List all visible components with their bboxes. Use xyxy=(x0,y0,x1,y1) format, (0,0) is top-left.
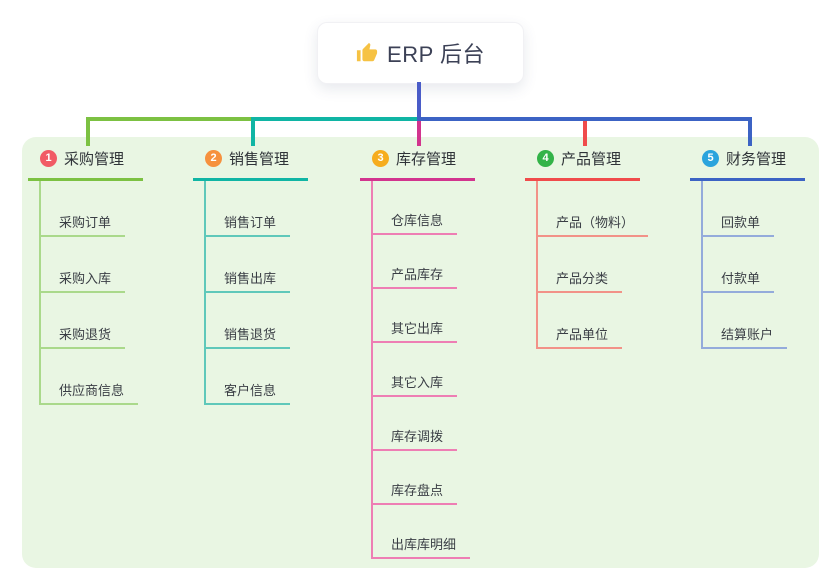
child-node: 采购退货 xyxy=(39,293,143,349)
branch-node[interactable]: 2 销售管理 xyxy=(193,148,308,181)
child-node: 供应商信息 xyxy=(39,349,143,405)
branch-label: 销售管理 xyxy=(229,151,290,168)
child-node-label[interactable]: 采购入库 xyxy=(39,268,126,293)
branch-label: 产品管理 xyxy=(561,151,622,168)
child-node-label[interactable]: 结算账户 xyxy=(701,324,788,349)
child-node: 采购订单 xyxy=(39,181,143,237)
child-node: 产品库存 xyxy=(371,235,475,289)
child-node: 付款单 xyxy=(701,237,805,293)
branch-label: 财务管理 xyxy=(726,151,787,168)
branch-column-1: 1 采购管理 采购订单 采购入库 采购退货 供应商信息 xyxy=(28,148,143,405)
child-node-label[interactable]: 付款单 xyxy=(701,268,775,293)
branch-drop-line xyxy=(86,121,90,146)
child-node: 采购入库 xyxy=(39,237,143,293)
branch-label: 库存管理 xyxy=(396,151,457,168)
child-node-label[interactable]: 产品（物料） xyxy=(536,212,649,237)
root-stem-line xyxy=(417,82,421,117)
child-node: 其它出库 xyxy=(371,289,475,343)
branch-drop-line xyxy=(583,121,587,146)
branch-children: 采购订单 采购入库 采购退货 供应商信息 xyxy=(39,181,143,405)
branch-number-badge: 4 xyxy=(537,150,554,167)
branch-column-4: 4 产品管理 产品（物料） 产品分类 产品单位 xyxy=(525,148,649,349)
child-node-label[interactable]: 出库库明细 xyxy=(371,534,471,559)
child-node: 销售出库 xyxy=(204,237,308,293)
bus-segment-blue xyxy=(417,117,752,121)
child-node: 结算账户 xyxy=(701,293,805,349)
branch-column-3: 3 库存管理 仓库信息 产品库存 其它出库 其它入库 库存调拨 库存盘点 出库库… xyxy=(360,148,475,559)
branch-number-badge: 1 xyxy=(40,150,57,167)
branches-panel xyxy=(22,137,819,568)
child-node: 出库库明细 xyxy=(371,505,475,559)
child-node: 客户信息 xyxy=(204,349,308,405)
branch-column-5: 5 财务管理 回款单 付款单 结算账户 xyxy=(690,148,805,349)
child-node-label[interactable]: 回款单 xyxy=(701,212,775,237)
child-node-label[interactable]: 其它入库 xyxy=(371,372,458,397)
branch-drop-line xyxy=(251,121,255,146)
child-node-label[interactable]: 销售订单 xyxy=(204,212,291,237)
child-node: 产品（物料） xyxy=(536,181,649,237)
branch-children: 产品（物料） 产品分类 产品单位 xyxy=(536,181,649,349)
branch-node[interactable]: 3 库存管理 xyxy=(360,148,475,181)
branch-children: 回款单 付款单 结算账户 xyxy=(701,181,805,349)
branch-drop-line xyxy=(748,121,752,146)
root-node[interactable]: ERP 后台 xyxy=(317,22,524,84)
child-node-label[interactable]: 仓库信息 xyxy=(371,210,458,235)
thumbs-up-icon xyxy=(356,42,378,62)
child-node-label[interactable]: 产品单位 xyxy=(536,324,623,349)
child-node: 回款单 xyxy=(701,181,805,237)
bus-segment-teal xyxy=(251,117,421,121)
child-node-label[interactable]: 客户信息 xyxy=(204,380,291,405)
child-node-label[interactable]: 采购退货 xyxy=(39,324,126,349)
child-node-label[interactable]: 库存调拨 xyxy=(371,426,458,451)
child-node-label[interactable]: 采购订单 xyxy=(39,212,126,237)
branch-drop-line xyxy=(417,121,421,146)
child-node: 产品分类 xyxy=(536,237,648,293)
child-node-label[interactable]: 销售退货 xyxy=(204,324,291,349)
branch-children: 销售订单 销售出库 销售退货 客户信息 xyxy=(204,181,308,405)
branch-node[interactable]: 5 财务管理 xyxy=(690,148,805,181)
branch-number-badge: 5 xyxy=(702,150,719,167)
bus-segment-green xyxy=(86,117,255,121)
child-node-label[interactable]: 供应商信息 xyxy=(39,380,139,405)
branch-children: 仓库信息 产品库存 其它出库 其它入库 库存调拨 库存盘点 出库库明细 xyxy=(371,181,475,559)
child-node: 销售退货 xyxy=(204,293,308,349)
child-node: 库存盘点 xyxy=(371,451,475,505)
branch-node[interactable]: 4 产品管理 xyxy=(525,148,640,181)
child-node-label[interactable]: 库存盘点 xyxy=(371,480,458,505)
branch-number-badge: 3 xyxy=(372,150,389,167)
child-node: 产品单位 xyxy=(536,293,648,349)
child-node-label[interactable]: 其它出库 xyxy=(371,318,458,343)
child-node-label[interactable]: 产品分类 xyxy=(536,268,623,293)
branch-column-2: 2 销售管理 销售订单 销售出库 销售退货 客户信息 xyxy=(193,148,308,405)
branch-label: 采购管理 xyxy=(64,151,125,168)
child-node-label[interactable]: 产品库存 xyxy=(371,264,458,289)
child-node: 仓库信息 xyxy=(371,181,475,235)
child-node-label[interactable]: 销售出库 xyxy=(204,268,291,293)
child-node: 库存调拨 xyxy=(371,397,475,451)
branch-number-badge: 2 xyxy=(205,150,222,167)
child-node: 其它入库 xyxy=(371,343,475,397)
root-title: ERP 后台 xyxy=(387,42,485,67)
child-node: 销售订单 xyxy=(204,181,308,237)
branch-node[interactable]: 1 采购管理 xyxy=(28,148,143,181)
